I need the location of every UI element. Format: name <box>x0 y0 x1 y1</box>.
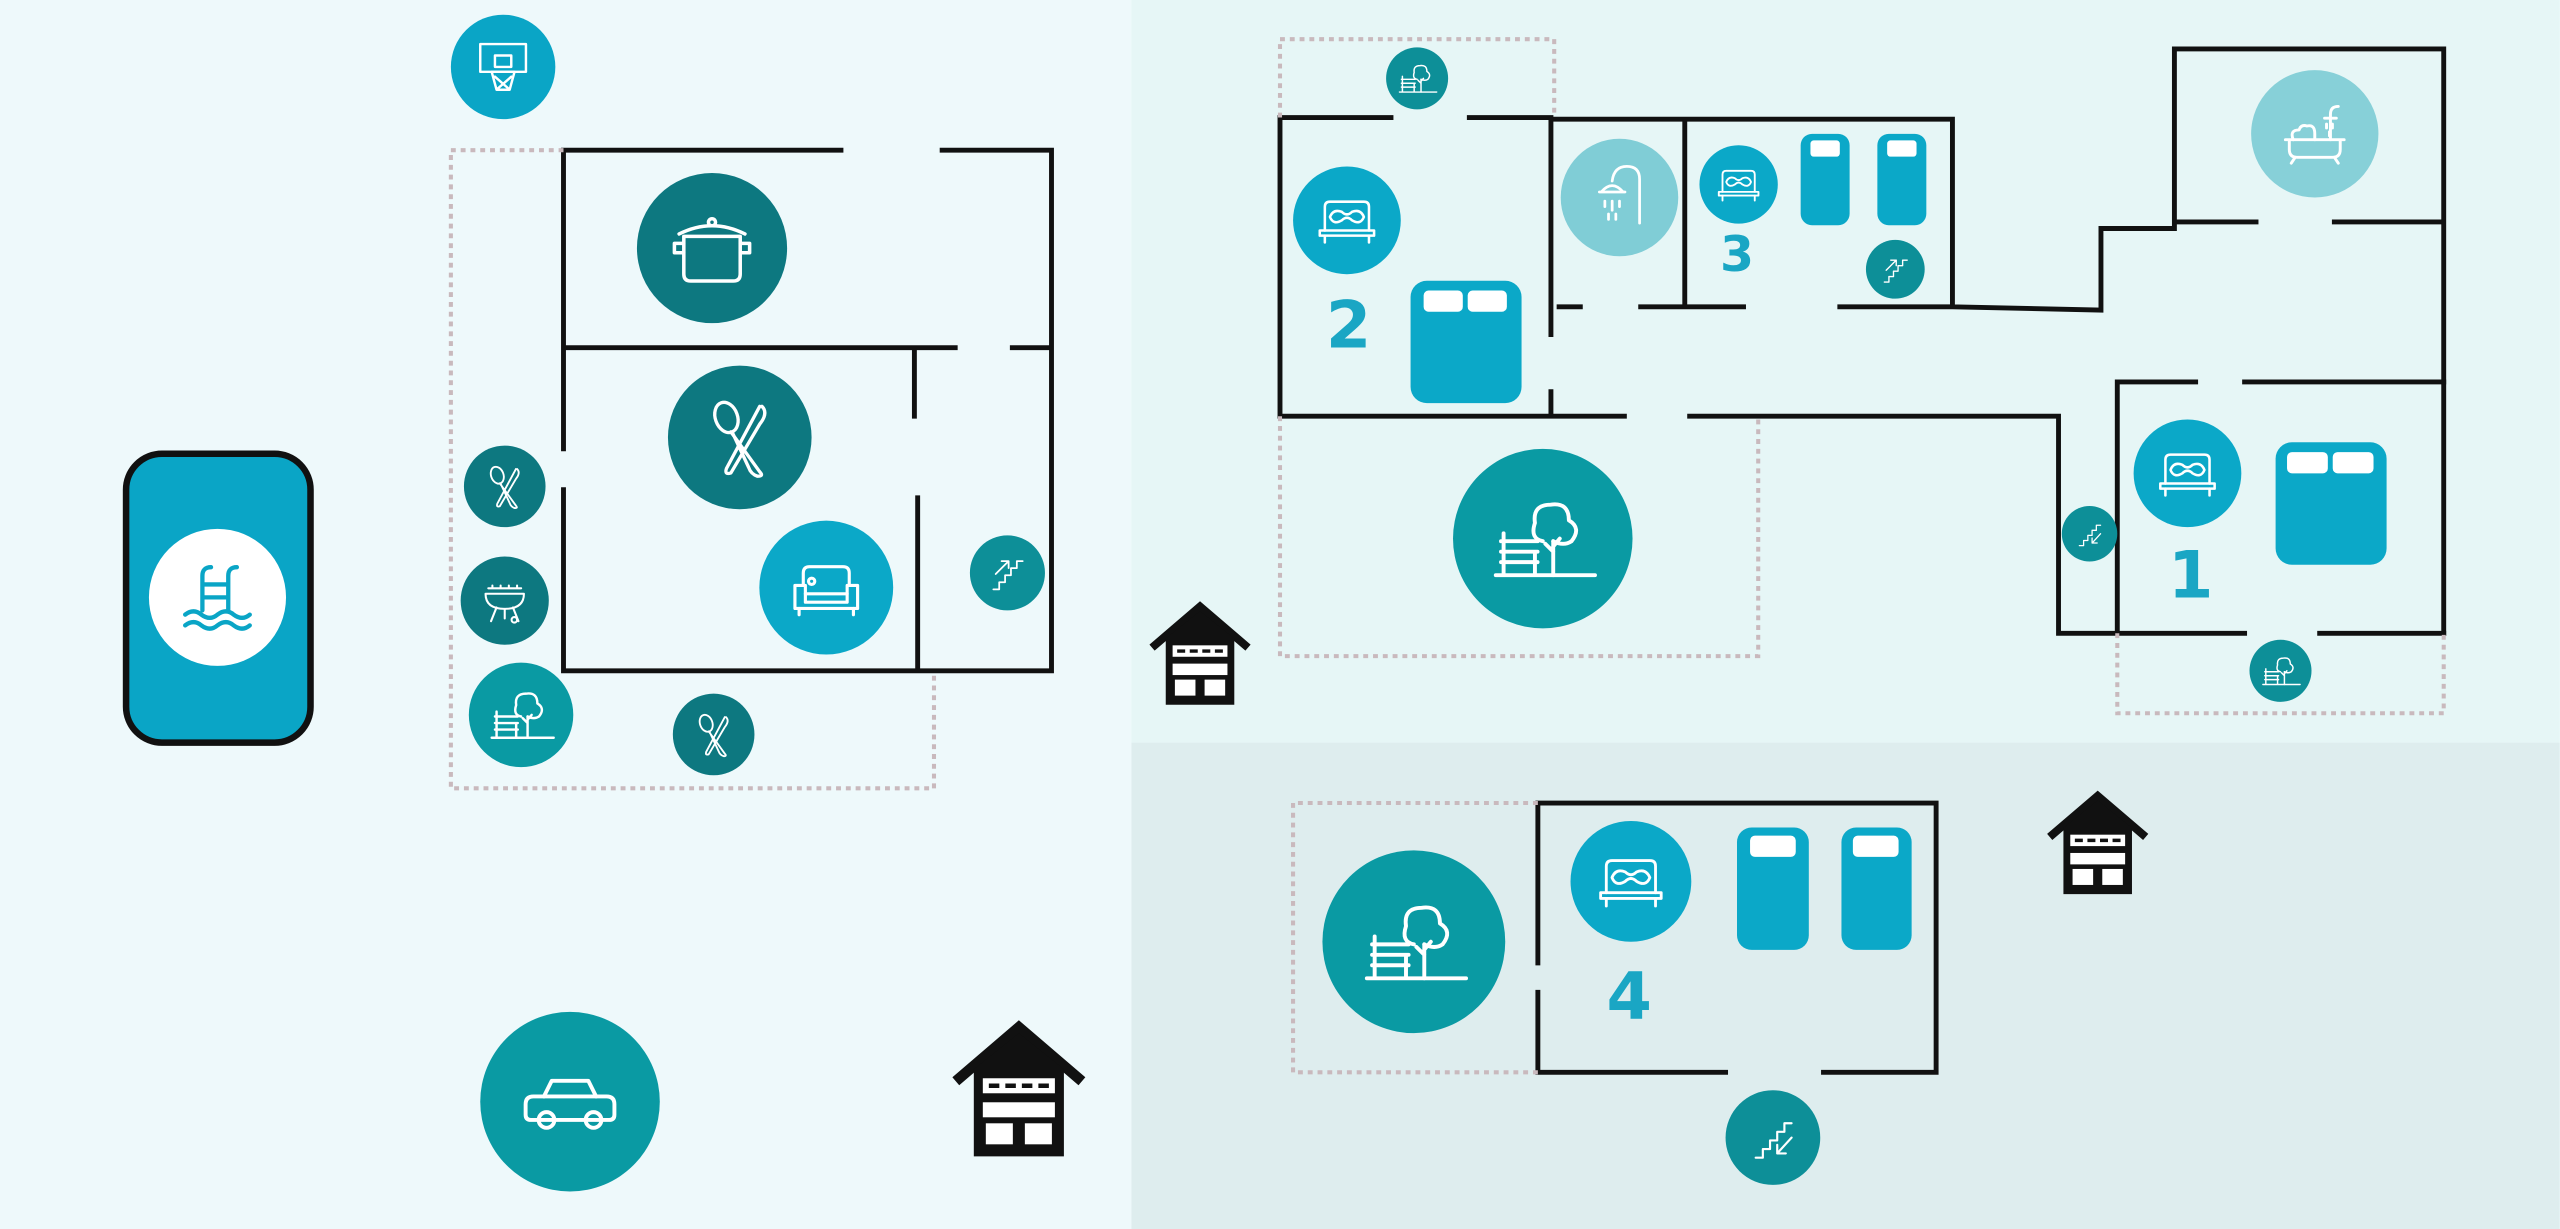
balcony-1[interactable] <box>2249 639 2312 702</box>
garden[interactable] <box>1453 448 1633 629</box>
terrace-boundary <box>448 148 937 791</box>
basketball-court[interactable] <box>450 14 556 120</box>
main-house-walls <box>561 147 1054 674</box>
stairs-down-4[interactable] <box>1725 1090 1821 1185</box>
single-bed <box>1841 827 1912 950</box>
bedroom-3[interactable]: 3 <box>1699 133 1927 283</box>
bedroom-2[interactable]: 2 <box>1293 166 1522 404</box>
annex-garden[interactable] <box>1322 850 1506 1034</box>
swimming-pool[interactable] <box>122 450 314 746</box>
room-number-2: 2 <box>1326 288 1371 364</box>
stairs-up-3[interactable] <box>1865 239 1925 299</box>
living-room[interactable] <box>759 520 894 655</box>
dining-room[interactable] <box>667 365 812 510</box>
double-bed <box>2275 442 2387 565</box>
bathroom[interactable] <box>2251 70 2379 198</box>
parking[interactable] <box>480 1011 660 1192</box>
room-number-4: 4 <box>1607 958 1652 1034</box>
single-bed <box>1800 133 1850 226</box>
barbecue-area[interactable] <box>460 556 549 645</box>
outdoor-dining[interactable] <box>463 445 546 528</box>
bedroom-1[interactable]: 1 <box>2133 419 2387 613</box>
double-bed <box>1410 280 1522 404</box>
bedroom-4[interactable]: 4 <box>1570 820 1912 1034</box>
room-number-1: 1 <box>2168 537 2213 613</box>
upper-house-walls <box>1277 46 2447 636</box>
single-bed <box>1736 827 1809 950</box>
room-number-3: 3 <box>1720 226 1754 283</box>
balcony-1-boundary <box>2115 633 2446 716</box>
balcony-2-boundary <box>1277 37 1557 118</box>
balcony-2[interactable] <box>1386 47 1449 110</box>
single-bed <box>1877 133 1927 226</box>
shower-room[interactable] <box>1560 138 1679 257</box>
garden-terrace[interactable] <box>468 662 574 768</box>
kitchen[interactable] <box>636 173 788 324</box>
garden-boundary <box>1277 416 1761 659</box>
outdoor-dining-2[interactable] <box>672 693 755 776</box>
stairs-up-main[interactable] <box>969 535 1045 611</box>
stairs-down-1[interactable] <box>2061 505 2118 562</box>
